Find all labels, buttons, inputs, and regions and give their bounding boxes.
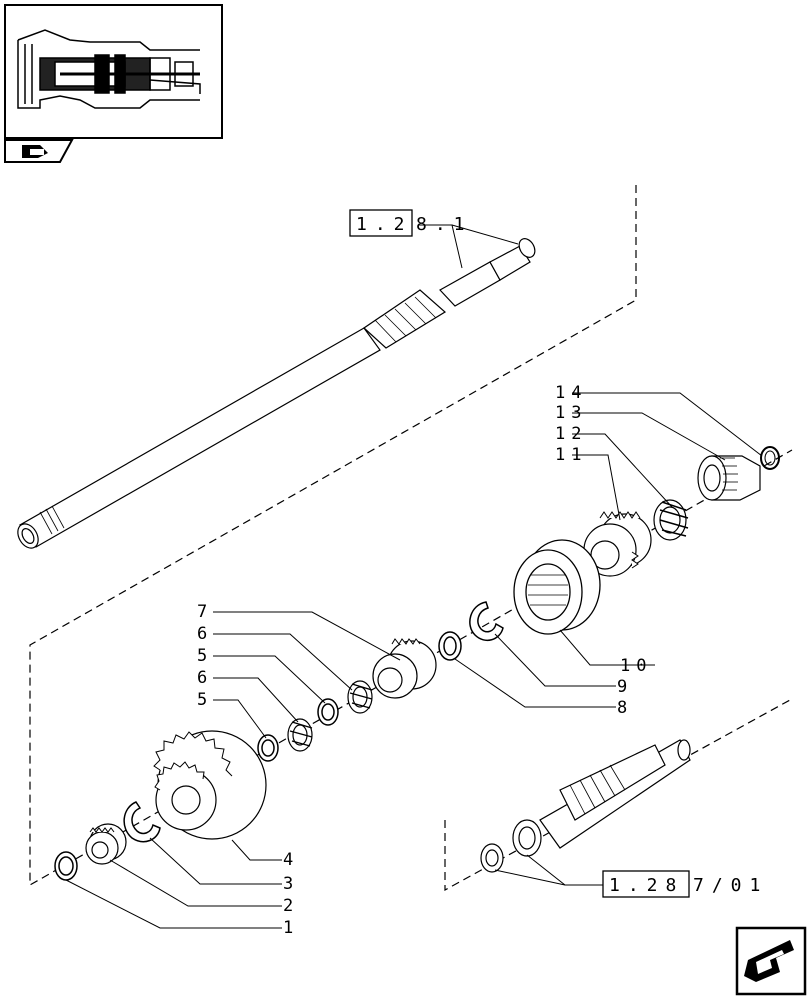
snap-ring-3 [123, 801, 161, 843]
callout-11: 11 [555, 445, 587, 465]
callout-8: 8 [617, 698, 633, 718]
gear-7 [372, 638, 437, 699]
needle-bearing-6-upper [347, 680, 373, 714]
snap-ring-9 [469, 601, 504, 642]
callouts: 14 13 12 11 10 9 8 7 6 5 6 5 4 3 2 1 [197, 383, 652, 938]
needle-bearing-12 [653, 499, 689, 541]
callout-5-upper: 5 [197, 646, 213, 666]
ref-top: 1.2 8.1 [349, 209, 473, 237]
ref-top-rest: 8.1 [416, 214, 473, 235]
washer-5-lower [257, 734, 279, 762]
washer-5-upper [317, 698, 339, 726]
snap-ring-14 [760, 446, 780, 470]
thumbnail-locator [4, 4, 223, 163]
callout-6-upper: 6 [197, 624, 213, 644]
callout-10: 10 [620, 656, 652, 676]
ref-bottom: 1.28 7/01 [602, 870, 768, 898]
needle-bearing-6-lower [287, 718, 313, 752]
ref-top-boxed: 1.2 [356, 214, 413, 235]
callout-12: 12 [555, 424, 587, 444]
callout-9: 9 [617, 677, 633, 697]
large-gear-4 [153, 730, 267, 840]
callout-7: 7 [197, 602, 213, 622]
splined-hub-13 [697, 455, 761, 501]
callout-3: 3 [283, 874, 299, 894]
leader-lines [65, 224, 763, 929]
dashed-outline-upper [29, 185, 793, 887]
callout-2: 2 [283, 896, 299, 916]
synchro-sleeve-10 [513, 539, 601, 635]
callout-13: 13 [555, 403, 587, 423]
small-gear-2 [85, 823, 127, 865]
washer-8 [438, 631, 462, 661]
ref-bottom-rest: 7/01 [693, 875, 768, 896]
secondary-shaft [480, 739, 691, 873]
book-arrow-icon [22, 145, 48, 158]
ref-bottom-boxed: 1.28 [609, 875, 684, 896]
next-page-arrow-icon[interactable] [735, 926, 807, 996]
callout-1: 1 [283, 918, 299, 938]
snap-ring-1 [54, 851, 78, 881]
callout-5-lower: 5 [197, 690, 213, 710]
callout-4: 4 [283, 850, 299, 870]
callout-6-lower: 6 [197, 668, 213, 688]
main-shaft [17, 238, 536, 549]
callout-14: 14 [555, 383, 587, 403]
double-gear-11 [583, 511, 652, 577]
